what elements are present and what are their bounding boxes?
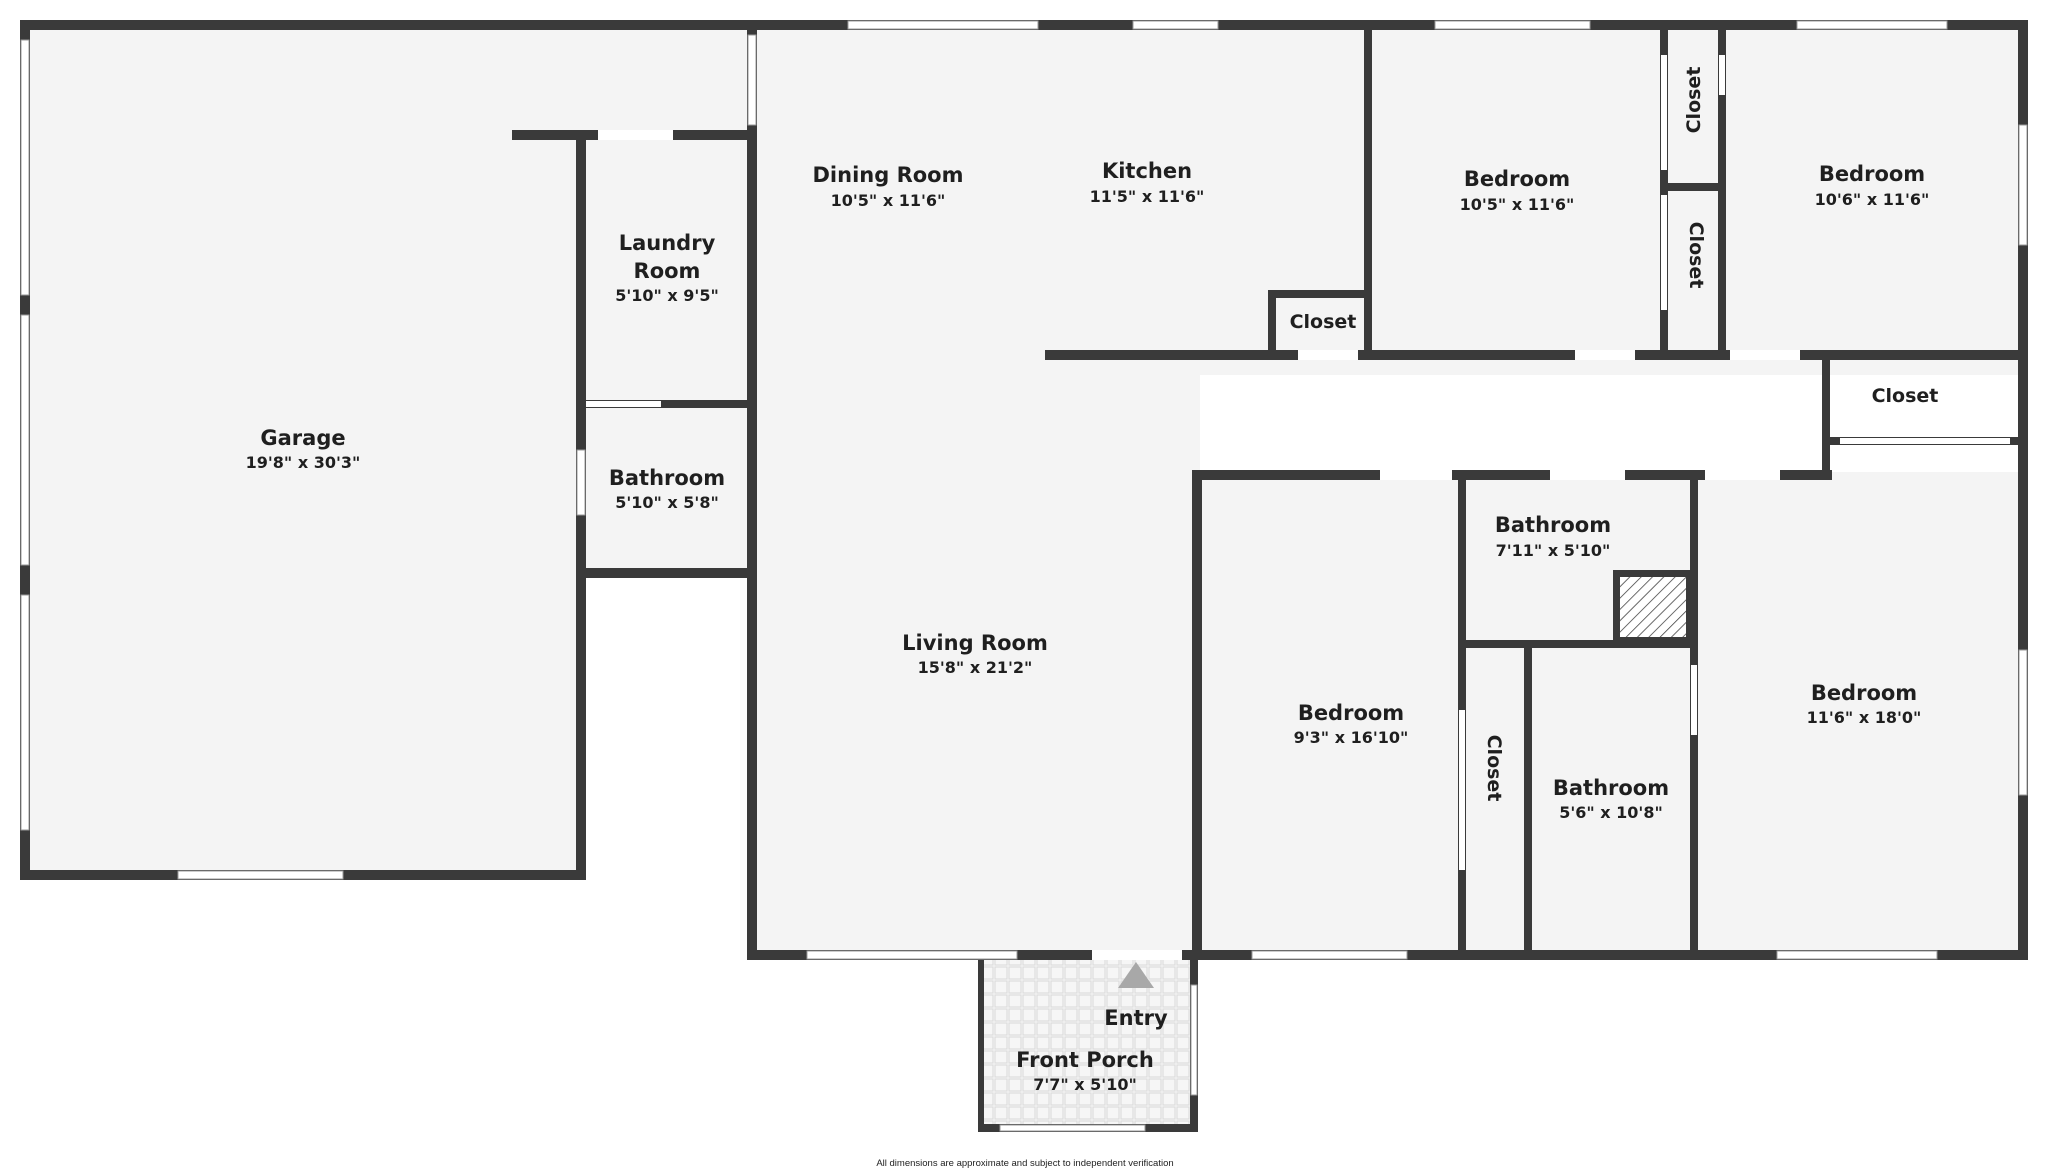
laundry-floor [583, 135, 753, 570]
porch-dim: 7'7" x 5'10" [1033, 1075, 1137, 1094]
window [576, 449, 586, 516]
living-label: Living Room [902, 631, 1048, 655]
porch-label: Front Porch [1016, 1048, 1154, 1072]
laundry-label-line2: Room [634, 259, 701, 283]
bedroom4-dim: 11'6" x 18'0" [1807, 708, 1922, 727]
windows [20, 20, 2028, 1132]
window [1132, 20, 1219, 30]
entry-label: Entry [1104, 1006, 1168, 1030]
window [747, 34, 757, 126]
window [177, 870, 344, 880]
window [2018, 649, 2028, 796]
window [1796, 20, 1948, 30]
window [1251, 950, 1408, 960]
closet-bed3-vertical-label: Closet [1483, 735, 1505, 802]
bath-small-label: Bathroom [609, 466, 725, 490]
bedroom3-label: Bedroom [1298, 701, 1404, 725]
bedroom3-dim: 9'3" x 16'10" [1294, 728, 1409, 747]
bath-small-dim: 5'10" x 5'8" [615, 493, 719, 512]
bedroom1-dim: 10'5" x 11'6" [1460, 195, 1575, 214]
window [847, 20, 1039, 30]
porch-floor [983, 955, 1198, 1125]
dining-label: Dining Room [813, 163, 964, 187]
bath-main-dim: 5'6" x 10'8" [1559, 803, 1663, 822]
closet-kitchen-label: Closet [1290, 311, 1357, 333]
window [20, 39, 30, 296]
window [806, 950, 1018, 960]
bath-hall-dim: 7'11" x 5'10" [1496, 541, 1611, 560]
window [2018, 124, 2028, 246]
dining-dim: 10'5" x 11'6" [831, 191, 946, 210]
kitchen-label: Kitchen [1102, 159, 1192, 183]
main-floor [583, 28, 2023, 375]
laundry-dim: 5'10" x 9'5" [615, 286, 719, 305]
window [20, 594, 30, 831]
room-labels: Garage 19'8" x 30'3" Laundry Room 5'10" … [246, 67, 1939, 1094]
living-floor [755, 340, 1200, 950]
window [999, 1124, 1146, 1132]
closet-top-vertical-label: Closet [1683, 67, 1705, 134]
kitchen-dim: 11'5" x 11'6" [1090, 187, 1205, 206]
bath-hall-label: Bathroom [1495, 513, 1611, 537]
south-wing-floor [1198, 472, 2023, 950]
bath-main-label: Bathroom [1553, 776, 1669, 800]
living-dim: 15'8" x 21'2" [918, 658, 1033, 677]
floor-areas [23, 28, 2023, 1125]
footnote: All dimensions are approximate and subje… [876, 1158, 1173, 1169]
bedroom4-label: Bedroom [1811, 681, 1917, 705]
garage-dim: 19'8" x 30'3" [246, 453, 361, 472]
garage-floor [23, 28, 583, 873]
door-openings [586, 55, 2010, 960]
laundry-label-line1: Laundry [619, 231, 716, 255]
closet-hall-label: Closet [1872, 385, 1939, 407]
window [1190, 984, 1198, 1096]
entry-arrow-icon [1118, 962, 1154, 988]
window [1776, 950, 1938, 960]
shaft-hatch [1620, 577, 1686, 637]
garage-label: Garage [260, 426, 345, 450]
closet-mid-vertical-label: Closet [1685, 222, 1707, 289]
window [20, 314, 30, 566]
bedroom2-label: Bedroom [1819, 162, 1925, 186]
window [1434, 20, 1591, 30]
bedroom2-dim: 10'6" x 11'6" [1815, 190, 1930, 209]
bedroom1-label: Bedroom [1464, 167, 1570, 191]
